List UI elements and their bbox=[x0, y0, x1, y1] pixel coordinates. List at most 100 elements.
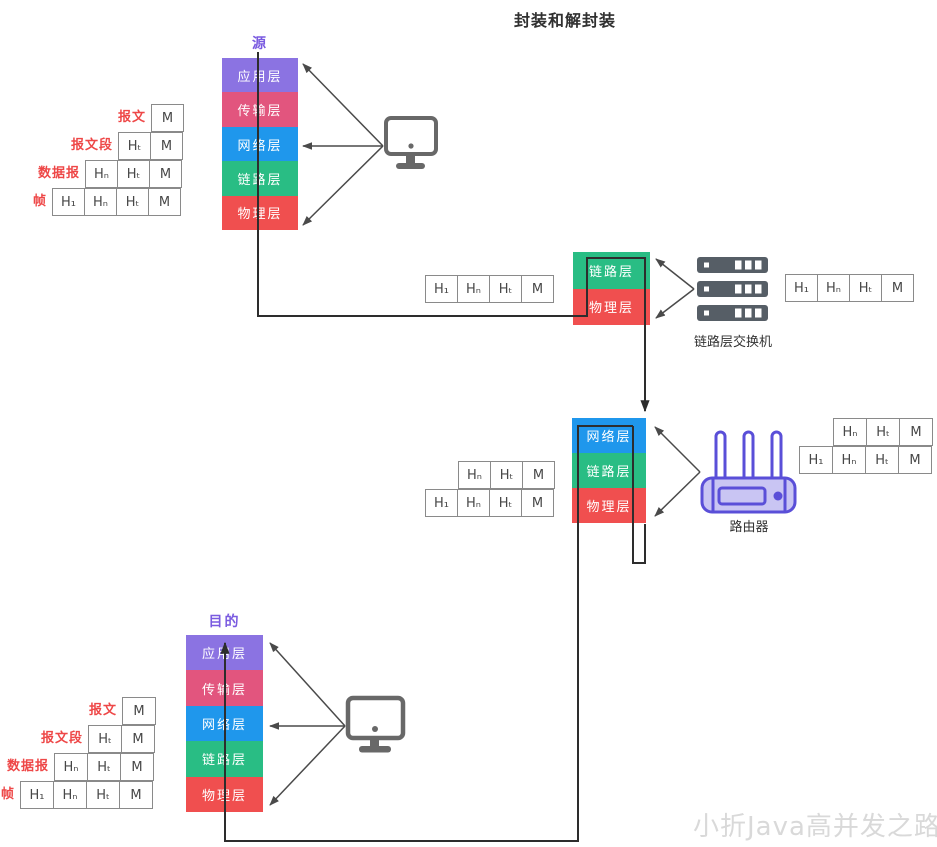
stack-layer: 应用层 bbox=[222, 58, 298, 93]
encap-cell: Hₜ bbox=[88, 725, 122, 753]
encap-cell: M bbox=[122, 697, 156, 725]
frame-cell: Hₙ bbox=[457, 275, 490, 303]
encap-cell: Hₜ bbox=[118, 132, 151, 160]
stack-layer: 链路层 bbox=[186, 741, 263, 777]
frame-table-router-right-top: Hₙ Hₜ M bbox=[833, 418, 933, 446]
stack-layer: 网络层 bbox=[186, 705, 263, 742]
frame-table-router-right-bottom: H₁ Hₙ Hₜ M bbox=[799, 446, 932, 474]
frame-cell: M bbox=[881, 274, 914, 302]
encap-row: Hₙ Hₜ M bbox=[54, 753, 154, 781]
frame-cell: M bbox=[898, 446, 932, 474]
frame-cell: Hₜ bbox=[865, 446, 899, 474]
encap-row-label: 报文 bbox=[117, 110, 146, 125]
encap-row-label: 数据报 bbox=[37, 166, 80, 181]
arrow-line bbox=[302, 63, 384, 147]
stack-layer: 应用层 bbox=[186, 635, 263, 671]
monitor-icon bbox=[384, 116, 438, 169]
switch-icon bbox=[697, 257, 768, 321]
frame-cell: Hₜ bbox=[490, 461, 523, 489]
encap-row: H₁ Hₙ Hₜ M bbox=[52, 188, 181, 216]
encap-cell: Hₜ bbox=[86, 781, 120, 809]
encap-row-label: 报文段 bbox=[70, 138, 113, 153]
switch-stack: 链路层 物理层 bbox=[573, 252, 650, 325]
switch-caption: 链路层交换机 bbox=[693, 335, 772, 350]
frame-cell: H₁ bbox=[425, 489, 458, 517]
encap-cell: M bbox=[150, 132, 183, 160]
stack-layer: 链路层 bbox=[572, 453, 646, 488]
encap-row: M bbox=[122, 697, 156, 725]
arrow-line bbox=[655, 288, 695, 319]
frame-cell: Hₙ bbox=[457, 489, 490, 517]
page-title: 封装和解封装 bbox=[513, 11, 617, 30]
stack-layer: 物理层 bbox=[222, 195, 298, 231]
frame-cell: M bbox=[522, 461, 555, 489]
frame-cell: Hₙ bbox=[833, 418, 867, 446]
stack-layer: 物理层 bbox=[186, 776, 263, 813]
frame-cell: H₁ bbox=[425, 275, 458, 303]
flow-path-source-to-router bbox=[257, 52, 650, 413]
encap-cell: M bbox=[151, 104, 184, 132]
encap-cell: M bbox=[119, 781, 153, 809]
encap-row: M bbox=[151, 104, 184, 132]
encap-cell: Hₙ bbox=[84, 188, 117, 216]
frame-cell: M bbox=[521, 489, 554, 517]
frame-cell: Hₙ bbox=[832, 446, 866, 474]
frame-cell: Hₜ bbox=[489, 275, 522, 303]
encap-row: H₁ Hₙ Hₜ M bbox=[20, 781, 153, 809]
arrow-line bbox=[269, 642, 346, 727]
encap-cell: Hₙ bbox=[53, 781, 87, 809]
encap-row-label: 帧 bbox=[0, 787, 15, 802]
frame-cell: H₁ bbox=[799, 446, 833, 474]
encap-row-label: 数据报 bbox=[6, 759, 49, 774]
arrow-line bbox=[655, 258, 695, 290]
destination-label: 目的 bbox=[208, 614, 241, 630]
stack-layer: 网络层 bbox=[572, 418, 646, 453]
stack-layer: 物理层 bbox=[572, 488, 646, 523]
frame-cell: Hₙ bbox=[458, 461, 491, 489]
encap-cell: Hₜ bbox=[116, 188, 149, 216]
frame-cell: Hₜ bbox=[849, 274, 882, 302]
router-icon bbox=[700, 430, 797, 514]
frame-cell: Hₜ bbox=[489, 489, 522, 517]
watermark: 小折Java高并发之路 bbox=[693, 812, 937, 842]
arrow-line bbox=[269, 725, 346, 806]
frame-cell: Hₜ bbox=[866, 418, 900, 446]
frame-cell: H₁ bbox=[785, 274, 818, 302]
arrow-line bbox=[654, 426, 701, 473]
destination-stack: 应用层 传输层 网络层 链路层 物理层 bbox=[186, 635, 263, 813]
encap-cell: M bbox=[121, 725, 155, 753]
encap-row: Hₙ Hₜ M bbox=[85, 160, 182, 188]
encap-row: Hₜ M bbox=[118, 132, 183, 160]
stack-layer: 链路层 bbox=[222, 161, 298, 196]
stack-layer: 传输层 bbox=[186, 670, 263, 706]
frame-table-switch-right: H₁ Hₙ Hₜ M bbox=[785, 274, 914, 302]
frame-table-router-left-top: Hₙ Hₜ M bbox=[458, 461, 555, 489]
encap-cell: M bbox=[148, 188, 181, 216]
encap-cell: Hₜ bbox=[87, 753, 121, 781]
encap-cell: M bbox=[149, 160, 182, 188]
frame-cell: Hₙ bbox=[817, 274, 850, 302]
frame-cell: M bbox=[899, 418, 933, 446]
monitor-icon bbox=[345, 695, 406, 753]
encap-cell: H₁ bbox=[52, 188, 85, 216]
encap-row-label: 报文段 bbox=[40, 731, 83, 746]
encap-row-label: 帧 bbox=[32, 194, 47, 209]
frame-cell: M bbox=[521, 275, 554, 303]
frame-table-router-left-bottom: H₁ Hₙ Hₜ M bbox=[425, 489, 554, 517]
arrow-line bbox=[654, 471, 701, 517]
stack-layer: 网络层 bbox=[222, 126, 298, 162]
encap-cell: Hₜ bbox=[117, 160, 150, 188]
source-stack: 应用层 传输层 网络层 链路层 物理层 bbox=[222, 58, 298, 231]
stack-layer: 物理层 bbox=[573, 288, 650, 325]
encap-row: Hₜ M bbox=[88, 725, 155, 753]
encap-cell: M bbox=[120, 753, 154, 781]
encap-cell: H₁ bbox=[20, 781, 54, 809]
source-label: 源 bbox=[252, 36, 268, 52]
frame-table-switch-left: H₁ Hₙ Hₜ M bbox=[425, 275, 554, 303]
router-stack: 网络层 链路层 物理层 bbox=[572, 418, 646, 523]
encap-cell: Hₙ bbox=[85, 160, 118, 188]
arrow-line bbox=[302, 145, 384, 226]
encap-row-label: 报文 bbox=[88, 703, 117, 718]
encap-cell: Hₙ bbox=[54, 753, 88, 781]
